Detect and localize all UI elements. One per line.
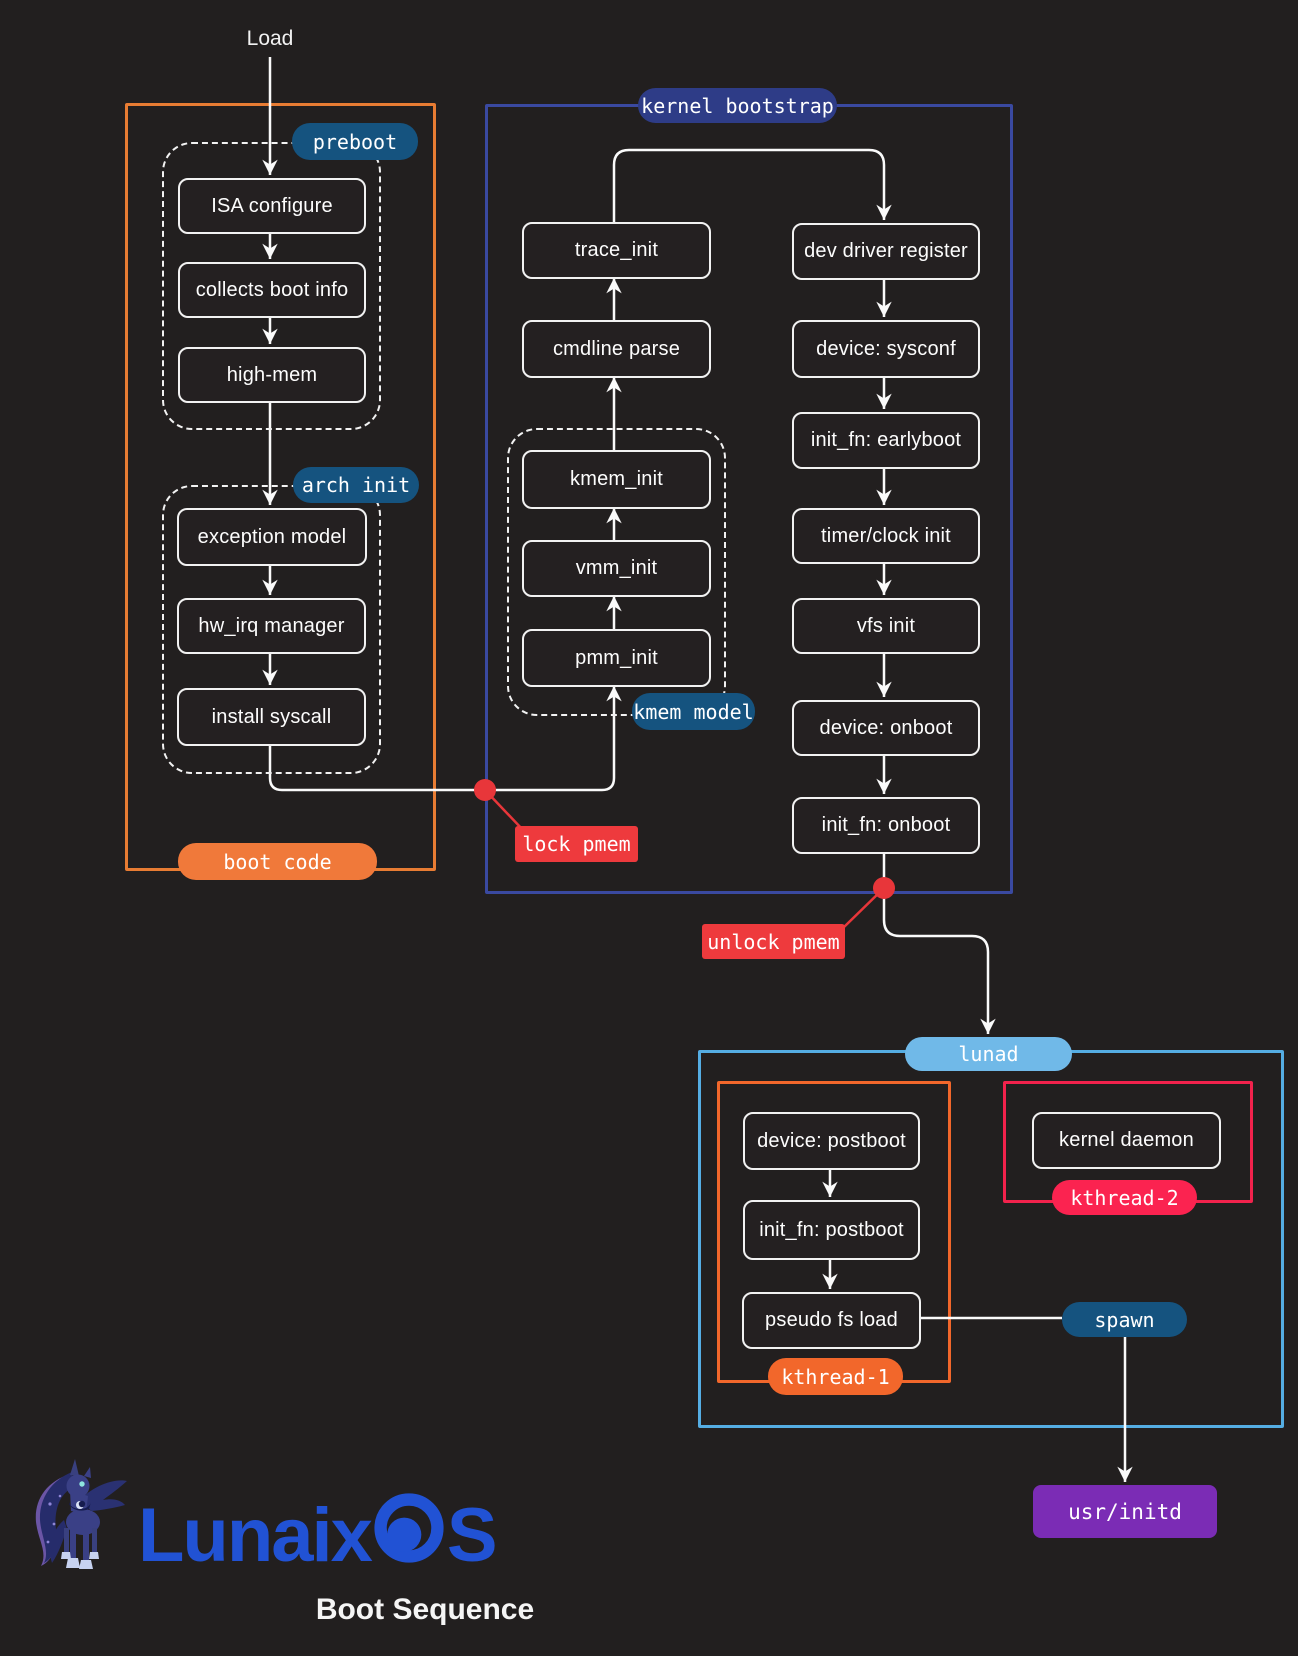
page-title: Boot Sequence xyxy=(315,1593,535,1626)
node-initfn-earlyboot: init_fn: earlyboot xyxy=(792,412,980,469)
node-high-mem: high-mem xyxy=(178,347,366,403)
node-device-sysconf: device: sysconf xyxy=(792,320,980,378)
node-initfn-onboot: init_fn: onboot xyxy=(792,797,980,854)
node-exception-model: exception model xyxy=(177,508,367,566)
lunad-badge: lunad xyxy=(905,1037,1072,1071)
node-cmdline-parse: cmdline parse xyxy=(522,320,711,378)
kthread1-badge: kthread-1 xyxy=(768,1358,903,1395)
node-device-postboot: device: postboot xyxy=(743,1112,920,1170)
node-install-syscall: install syscall xyxy=(177,688,366,746)
node-vfs-init: vfs init xyxy=(792,598,980,654)
arch-init-dashed-box xyxy=(162,485,381,774)
brand-text-prefix: Lunaix xyxy=(138,1492,373,1578)
brand-text-suffix: S xyxy=(446,1492,498,1578)
spawn-badge: spawn xyxy=(1062,1302,1187,1337)
kmem-model-dashed-box xyxy=(507,428,726,716)
lock-pmem-tag: lock pmem xyxy=(515,826,638,862)
luna-pony-icon xyxy=(35,1459,127,1569)
node-kmem-init: kmem_init xyxy=(522,450,711,509)
node-vmm-init: vmm_init xyxy=(522,540,711,597)
node-pmm-init: pmm_init xyxy=(522,629,711,687)
lunaix-o-moon-icon xyxy=(373,1492,445,1569)
node-kernel-daemon: kernel daemon xyxy=(1032,1112,1221,1169)
boot-code-badge: boot code xyxy=(178,843,377,880)
lock-pmem-dot xyxy=(474,779,496,801)
preboot-badge: preboot xyxy=(292,123,418,160)
node-trace-init: trace_init xyxy=(522,222,711,279)
node-isa-configure: ISA configure xyxy=(178,178,366,234)
node-hw-irq-manager: hw_irq manager xyxy=(177,598,366,654)
unlock-pmem-dot xyxy=(873,877,895,899)
node-initfn-postboot: init_fn: postboot xyxy=(743,1200,920,1260)
node-collects-boot-info: collects boot info xyxy=(178,262,366,318)
kernel-bootstrap-badge: kernel bootstrap xyxy=(638,88,837,123)
kmem-model-badge: kmem model xyxy=(632,693,755,730)
arch-init-badge: arch init xyxy=(293,467,419,503)
node-device-onboot: device: onboot xyxy=(792,700,980,756)
preboot-dashed-box xyxy=(162,142,381,430)
node-dev-driver-register: dev driver register xyxy=(792,223,980,280)
load-entry-label: Load xyxy=(246,27,294,50)
usr-initd-terminal: usr/initd xyxy=(1033,1485,1217,1538)
node-timer-clock-init: timer/clock init xyxy=(792,508,980,564)
lunaixos-logo: Lunaix S xyxy=(138,1492,498,1578)
unlock-pmem-tag: unlock pmem xyxy=(702,924,845,959)
node-pseudo-fs-load: pseudo fs load xyxy=(742,1292,921,1349)
kthread2-badge: kthread-2 xyxy=(1052,1180,1197,1215)
